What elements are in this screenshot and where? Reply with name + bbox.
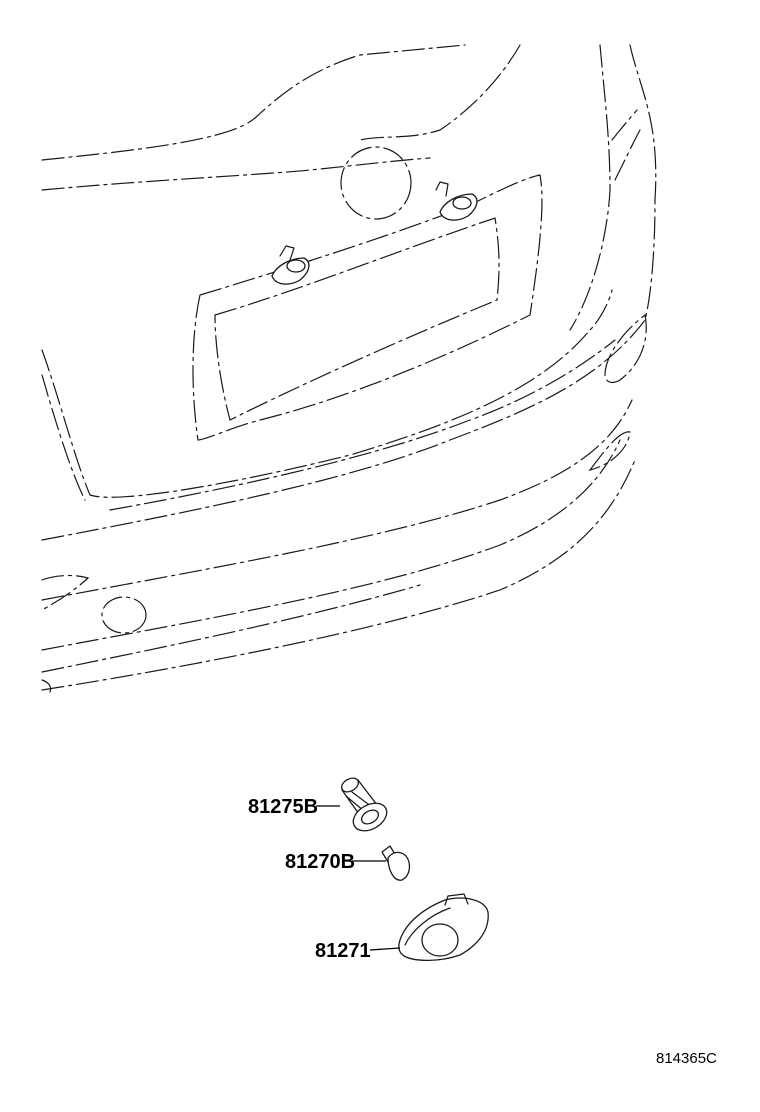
license-lamp-installed-right bbox=[435, 181, 478, 221]
part-label-81271: 81271 bbox=[315, 940, 371, 962]
license-lamp-installed-left bbox=[271, 245, 310, 285]
leader-line-81271 bbox=[369, 947, 401, 951]
lamp-socket-part bbox=[340, 777, 388, 832]
diagram-reference-code: 814365C bbox=[656, 1050, 717, 1067]
license-lamp-assembly-part bbox=[398, 893, 489, 962]
part-label-81270B: 81270B bbox=[285, 851, 355, 873]
part-label-81275B: 81275B bbox=[248, 796, 318, 818]
vehicle-rear-body bbox=[41, 44, 657, 693]
lamp-bulb-part bbox=[381, 845, 411, 881]
